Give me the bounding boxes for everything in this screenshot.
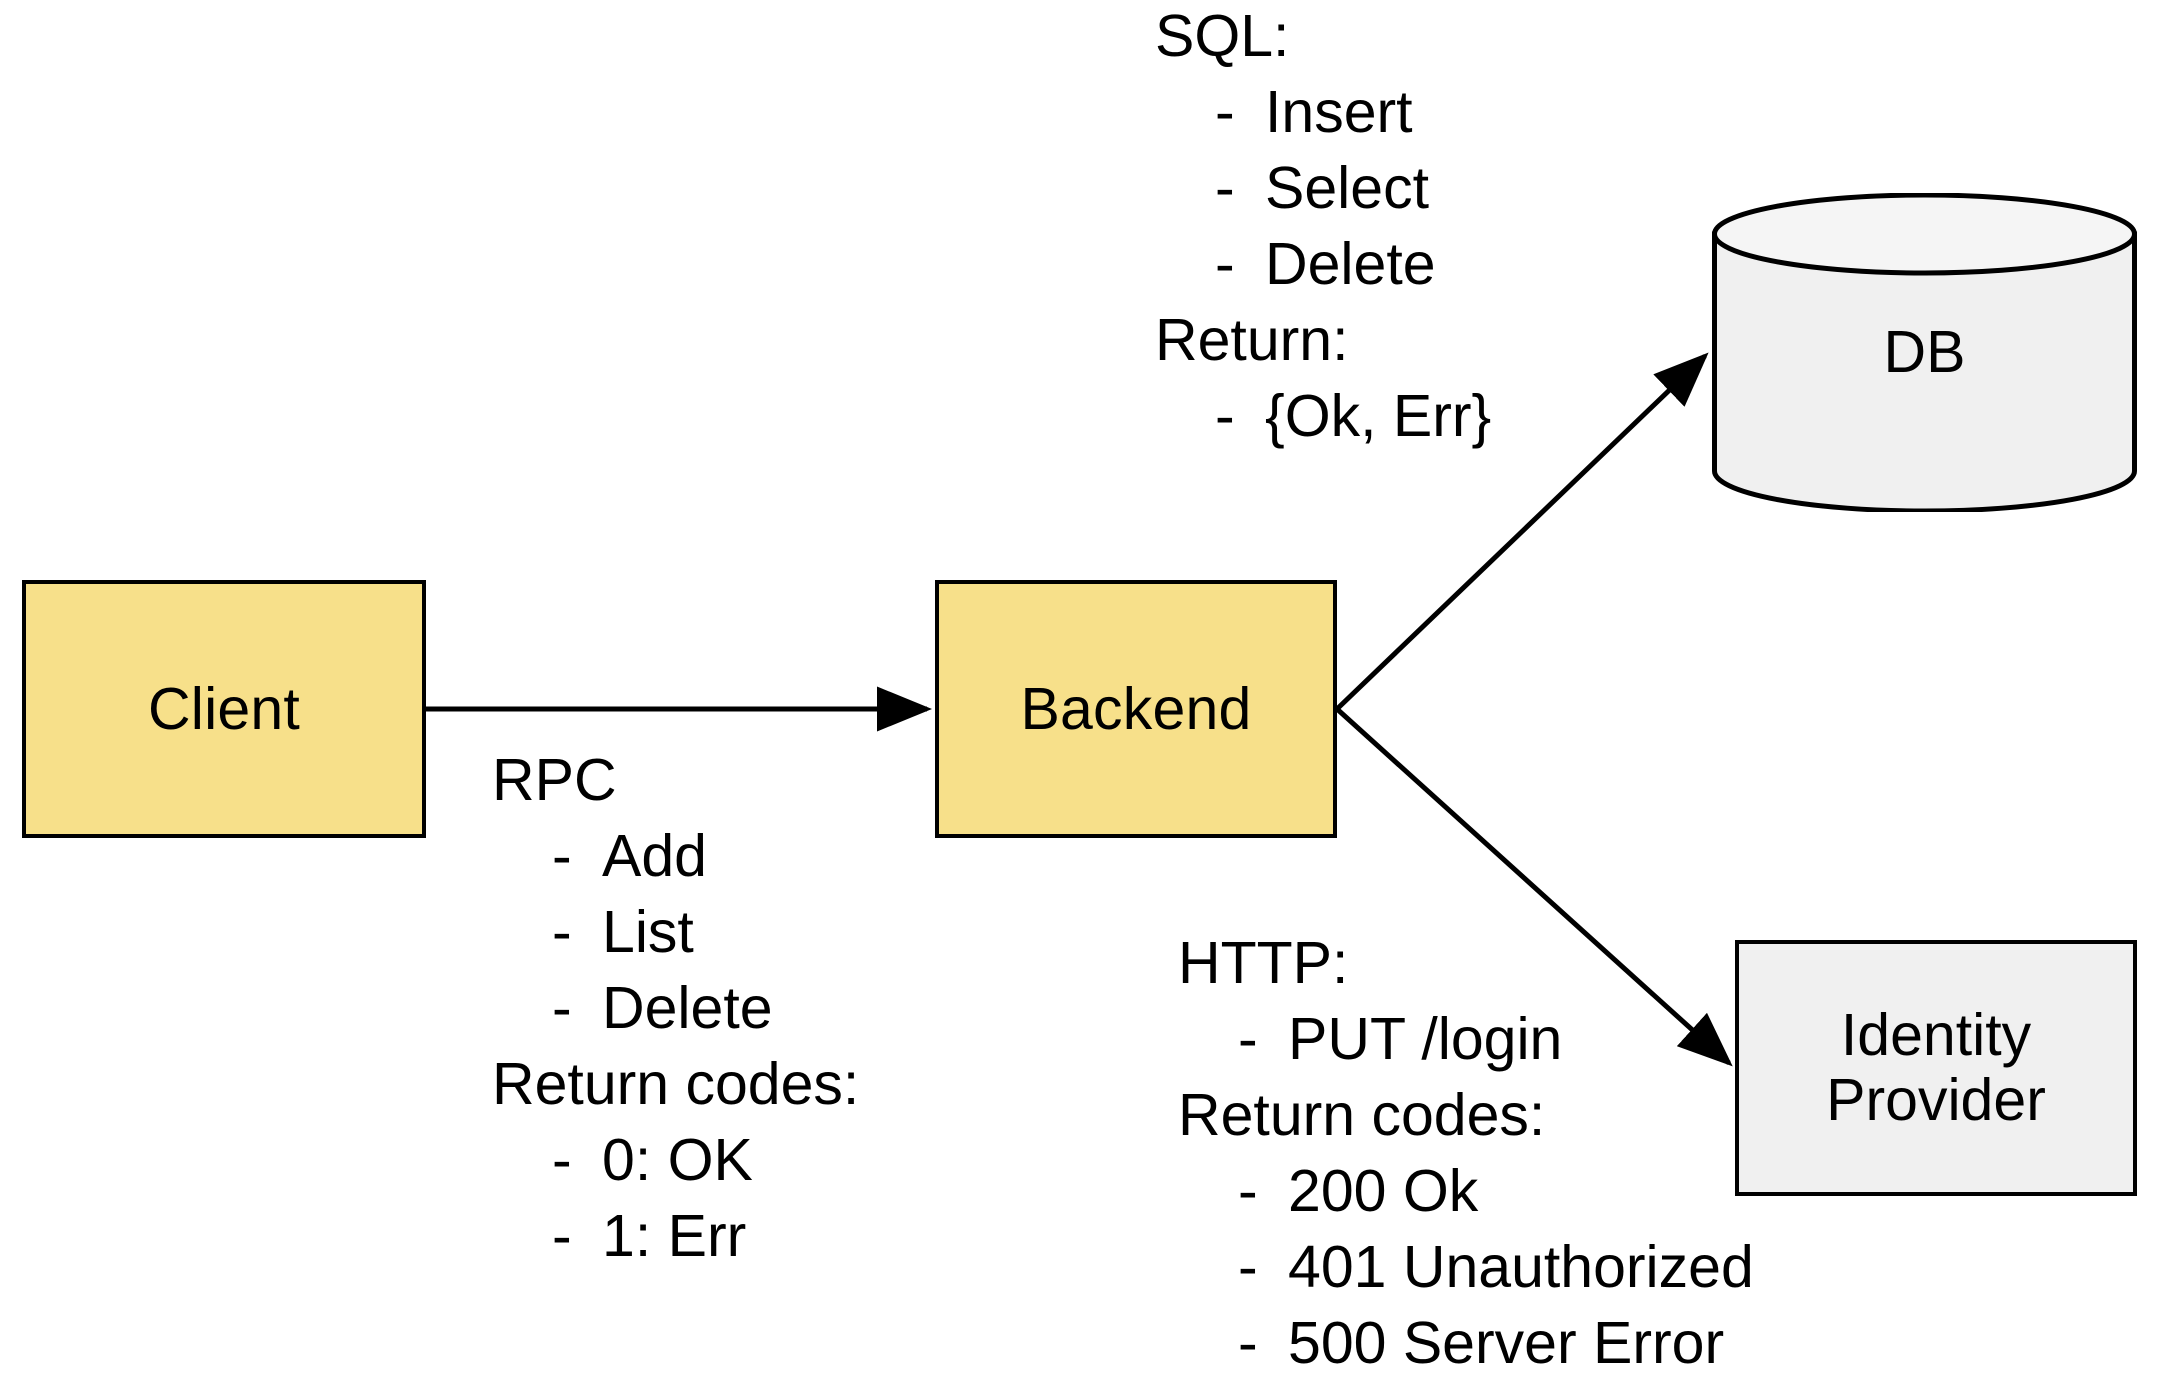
annotation-sql-heading: SQL: bbox=[1155, 3, 1290, 69]
annotation-http-return-item-label: 401 Unauthorized bbox=[1288, 1234, 1754, 1300]
node-identity-provider-label-line2: Provider bbox=[1826, 1067, 2046, 1133]
bullet-dash-icon: - bbox=[552, 1203, 572, 1269]
cylinder-shape-icon bbox=[1712, 193, 2137, 512]
annotation-rpc: RPC -Add -List -Delete Return codes: -0:… bbox=[492, 742, 859, 1274]
annotation-sql-item: -Insert bbox=[1155, 74, 1491, 150]
annotation-http-heading: HTTP: bbox=[1178, 930, 1349, 996]
bullet-dash-icon: - bbox=[552, 1127, 572, 1193]
annotation-sql-item: -Select bbox=[1155, 150, 1491, 226]
annotation-http-return-item: -500 Server Error bbox=[1178, 1305, 1754, 1381]
bullet-dash-icon: - bbox=[1238, 1158, 1258, 1224]
bullet-dash-icon: - bbox=[552, 899, 572, 965]
annotation-http-return-item-label: 500 Server Error bbox=[1288, 1310, 1725, 1376]
annotation-rpc-item-label: List bbox=[602, 899, 694, 965]
bullet-dash-icon: - bbox=[1238, 1006, 1258, 1072]
node-db[interactable]: DB bbox=[1712, 193, 2137, 512]
bullet-dash-icon: - bbox=[1215, 79, 1235, 145]
annotation-rpc-heading: RPC bbox=[492, 747, 617, 813]
annotation-http-return-item: -200 Ok bbox=[1178, 1153, 1754, 1229]
annotation-http-return-item-label: 200 Ok bbox=[1288, 1158, 1479, 1224]
bullet-dash-icon: - bbox=[1215, 155, 1235, 221]
annotation-sql-return-item-label: {Ok, Err} bbox=[1265, 383, 1492, 449]
annotation-rpc-item: -Delete bbox=[492, 970, 859, 1046]
annotation-http-item: -PUT /login bbox=[1178, 1001, 1754, 1077]
bullet-dash-icon: - bbox=[1215, 383, 1235, 449]
annotation-rpc-return-item: -0: OK bbox=[492, 1122, 859, 1198]
annotation-sql-return-heading: Return: bbox=[1155, 307, 1349, 373]
annotation-rpc-item: -Add bbox=[492, 818, 859, 894]
node-db-label: DB bbox=[1883, 319, 1966, 386]
bullet-dash-icon: - bbox=[552, 823, 572, 889]
annotation-rpc-item-label: Add bbox=[602, 823, 707, 889]
annotation-http: HTTP: -PUT /login Return codes: -200 Ok … bbox=[1178, 925, 1754, 1381]
annotation-rpc-return-heading: Return codes: bbox=[492, 1051, 860, 1117]
bullet-dash-icon: - bbox=[552, 975, 572, 1041]
node-identity-provider-label-line1: Identity bbox=[1840, 1002, 2032, 1069]
bullet-dash-icon: - bbox=[1215, 231, 1235, 297]
annotation-http-return-item: -401 Unauthorized bbox=[1178, 1229, 1754, 1305]
node-identity-provider-label: Identity Provider bbox=[1826, 1003, 2046, 1133]
annotation-sql-item-label: Insert bbox=[1265, 79, 1413, 145]
node-client-label: Client bbox=[147, 675, 301, 742]
annotation-sql-item: -Delete bbox=[1155, 226, 1491, 302]
annotation-sql: SQL: -Insert -Select -Delete Return: -{O… bbox=[1155, 0, 1491, 454]
bullet-dash-icon: - bbox=[1238, 1234, 1258, 1300]
annotation-http-item-label: PUT /login bbox=[1288, 1006, 1563, 1072]
annotation-sql-item-label: Delete bbox=[1265, 231, 1436, 297]
annotation-rpc-return-item: -1: Err bbox=[492, 1198, 859, 1274]
node-identity-provider[interactable]: Identity Provider bbox=[1735, 940, 2137, 1196]
node-backend-label: Backend bbox=[1020, 675, 1252, 742]
annotation-rpc-item-label: Delete bbox=[602, 975, 773, 1041]
annotation-sql-return-item: -{Ok, Err} bbox=[1155, 378, 1491, 454]
bullet-dash-icon: - bbox=[1238, 1310, 1258, 1376]
node-db-label-wrap: DB bbox=[1712, 193, 2137, 512]
node-backend[interactable]: Backend bbox=[935, 580, 1337, 838]
annotation-rpc-return-item-label: 0: OK bbox=[602, 1127, 753, 1193]
annotation-rpc-return-item-label: 1: Err bbox=[602, 1203, 747, 1269]
annotation-sql-item-label: Select bbox=[1265, 155, 1429, 221]
annotation-rpc-item: -List bbox=[492, 894, 859, 970]
node-client[interactable]: Client bbox=[22, 580, 426, 838]
annotation-http-return-heading: Return codes: bbox=[1178, 1082, 1546, 1148]
